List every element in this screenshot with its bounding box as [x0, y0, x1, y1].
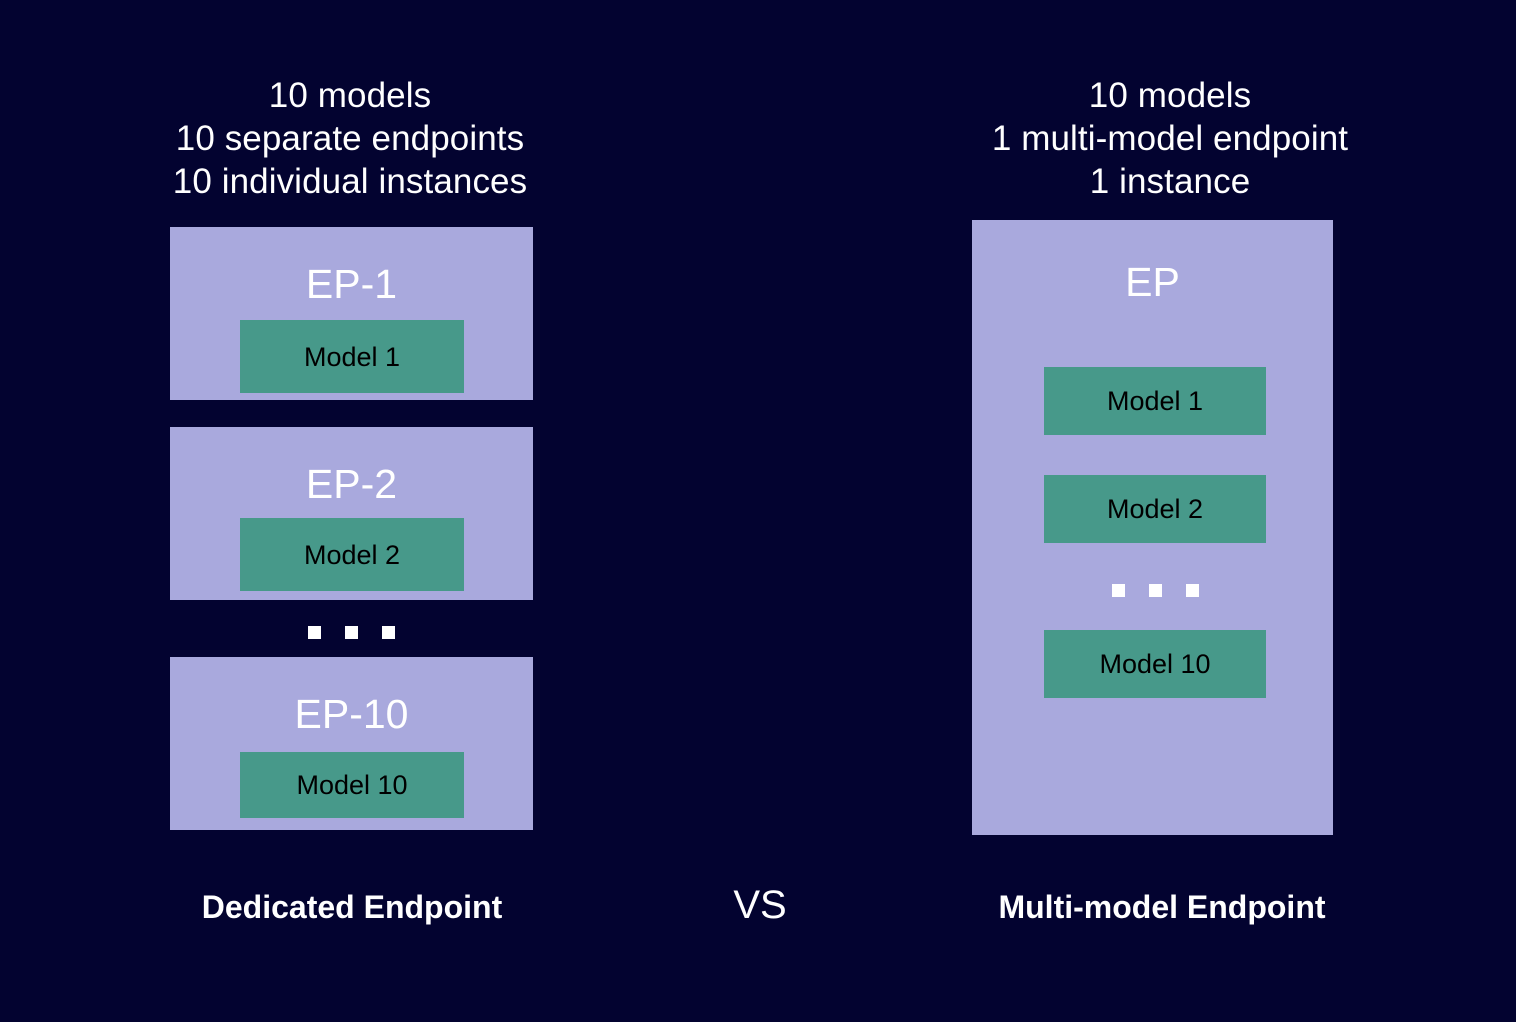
- model-box-ep-2: Model 2: [240, 518, 464, 591]
- left-header-line-1: 10 models: [268, 76, 432, 115]
- model-box-mme-10: Model 10: [1044, 630, 1266, 698]
- left-header-line-2: 10 separate endpoints: [175, 119, 525, 158]
- model-label-mme-10: Model 10: [1099, 649, 1211, 679]
- model-label-ep-10: Model 10: [296, 770, 408, 800]
- right-column-header: 10 models 1 multi-model endpoint 1 insta…: [920, 74, 1420, 203]
- ellipsis-dot: [1185, 583, 1199, 597]
- ellipsis-icon-right: [1044, 570, 1266, 610]
- endpoint-title-ep-1: EP-1: [305, 261, 398, 307]
- caption-versus: VS: [733, 883, 787, 927]
- model-box-ep-10: Model 10: [240, 752, 464, 818]
- model-box-mme-2: Model 2: [1044, 475, 1266, 543]
- endpoint-title-ep: EP: [1125, 259, 1180, 305]
- right-header-line-1: 10 models: [1088, 76, 1252, 115]
- caption-multi-model-endpoint: Multi-model Endpoint: [998, 889, 1326, 925]
- left-column-header: 10 models 10 separate endpoints 10 indiv…: [100, 74, 600, 203]
- right-header-line-3: 1 instance: [1089, 162, 1251, 201]
- caption-dedicated-endpoint: Dedicated Endpoint: [201, 889, 503, 925]
- endpoint-title-ep-10: EP-10: [294, 691, 409, 737]
- model-label-mme-1: Model 1: [1106, 386, 1204, 416]
- model-box-mme-1: Model 1: [1044, 367, 1266, 435]
- endpoint-title-ep-2: EP-2: [305, 461, 398, 507]
- model-label-ep-1: Model 1: [303, 341, 401, 372]
- right-header-line-2: 1 multi-model endpoint: [991, 119, 1349, 158]
- left-header-line-3: 10 individual instances: [172, 162, 528, 201]
- model-box-ep-1: Model 1: [240, 320, 464, 393]
- model-label-ep-2: Model 2: [303, 539, 401, 570]
- ellipsis-dot: [1148, 583, 1162, 597]
- ellipsis-dot: [1111, 583, 1125, 597]
- ellipsis-dot: [308, 625, 321, 639]
- ellipsis-dot: [345, 625, 358, 639]
- ellipsis-dot: [382, 625, 395, 639]
- ellipsis-icon-left: [170, 612, 533, 652]
- model-label-mme-2: Model 2: [1106, 494, 1204, 524]
